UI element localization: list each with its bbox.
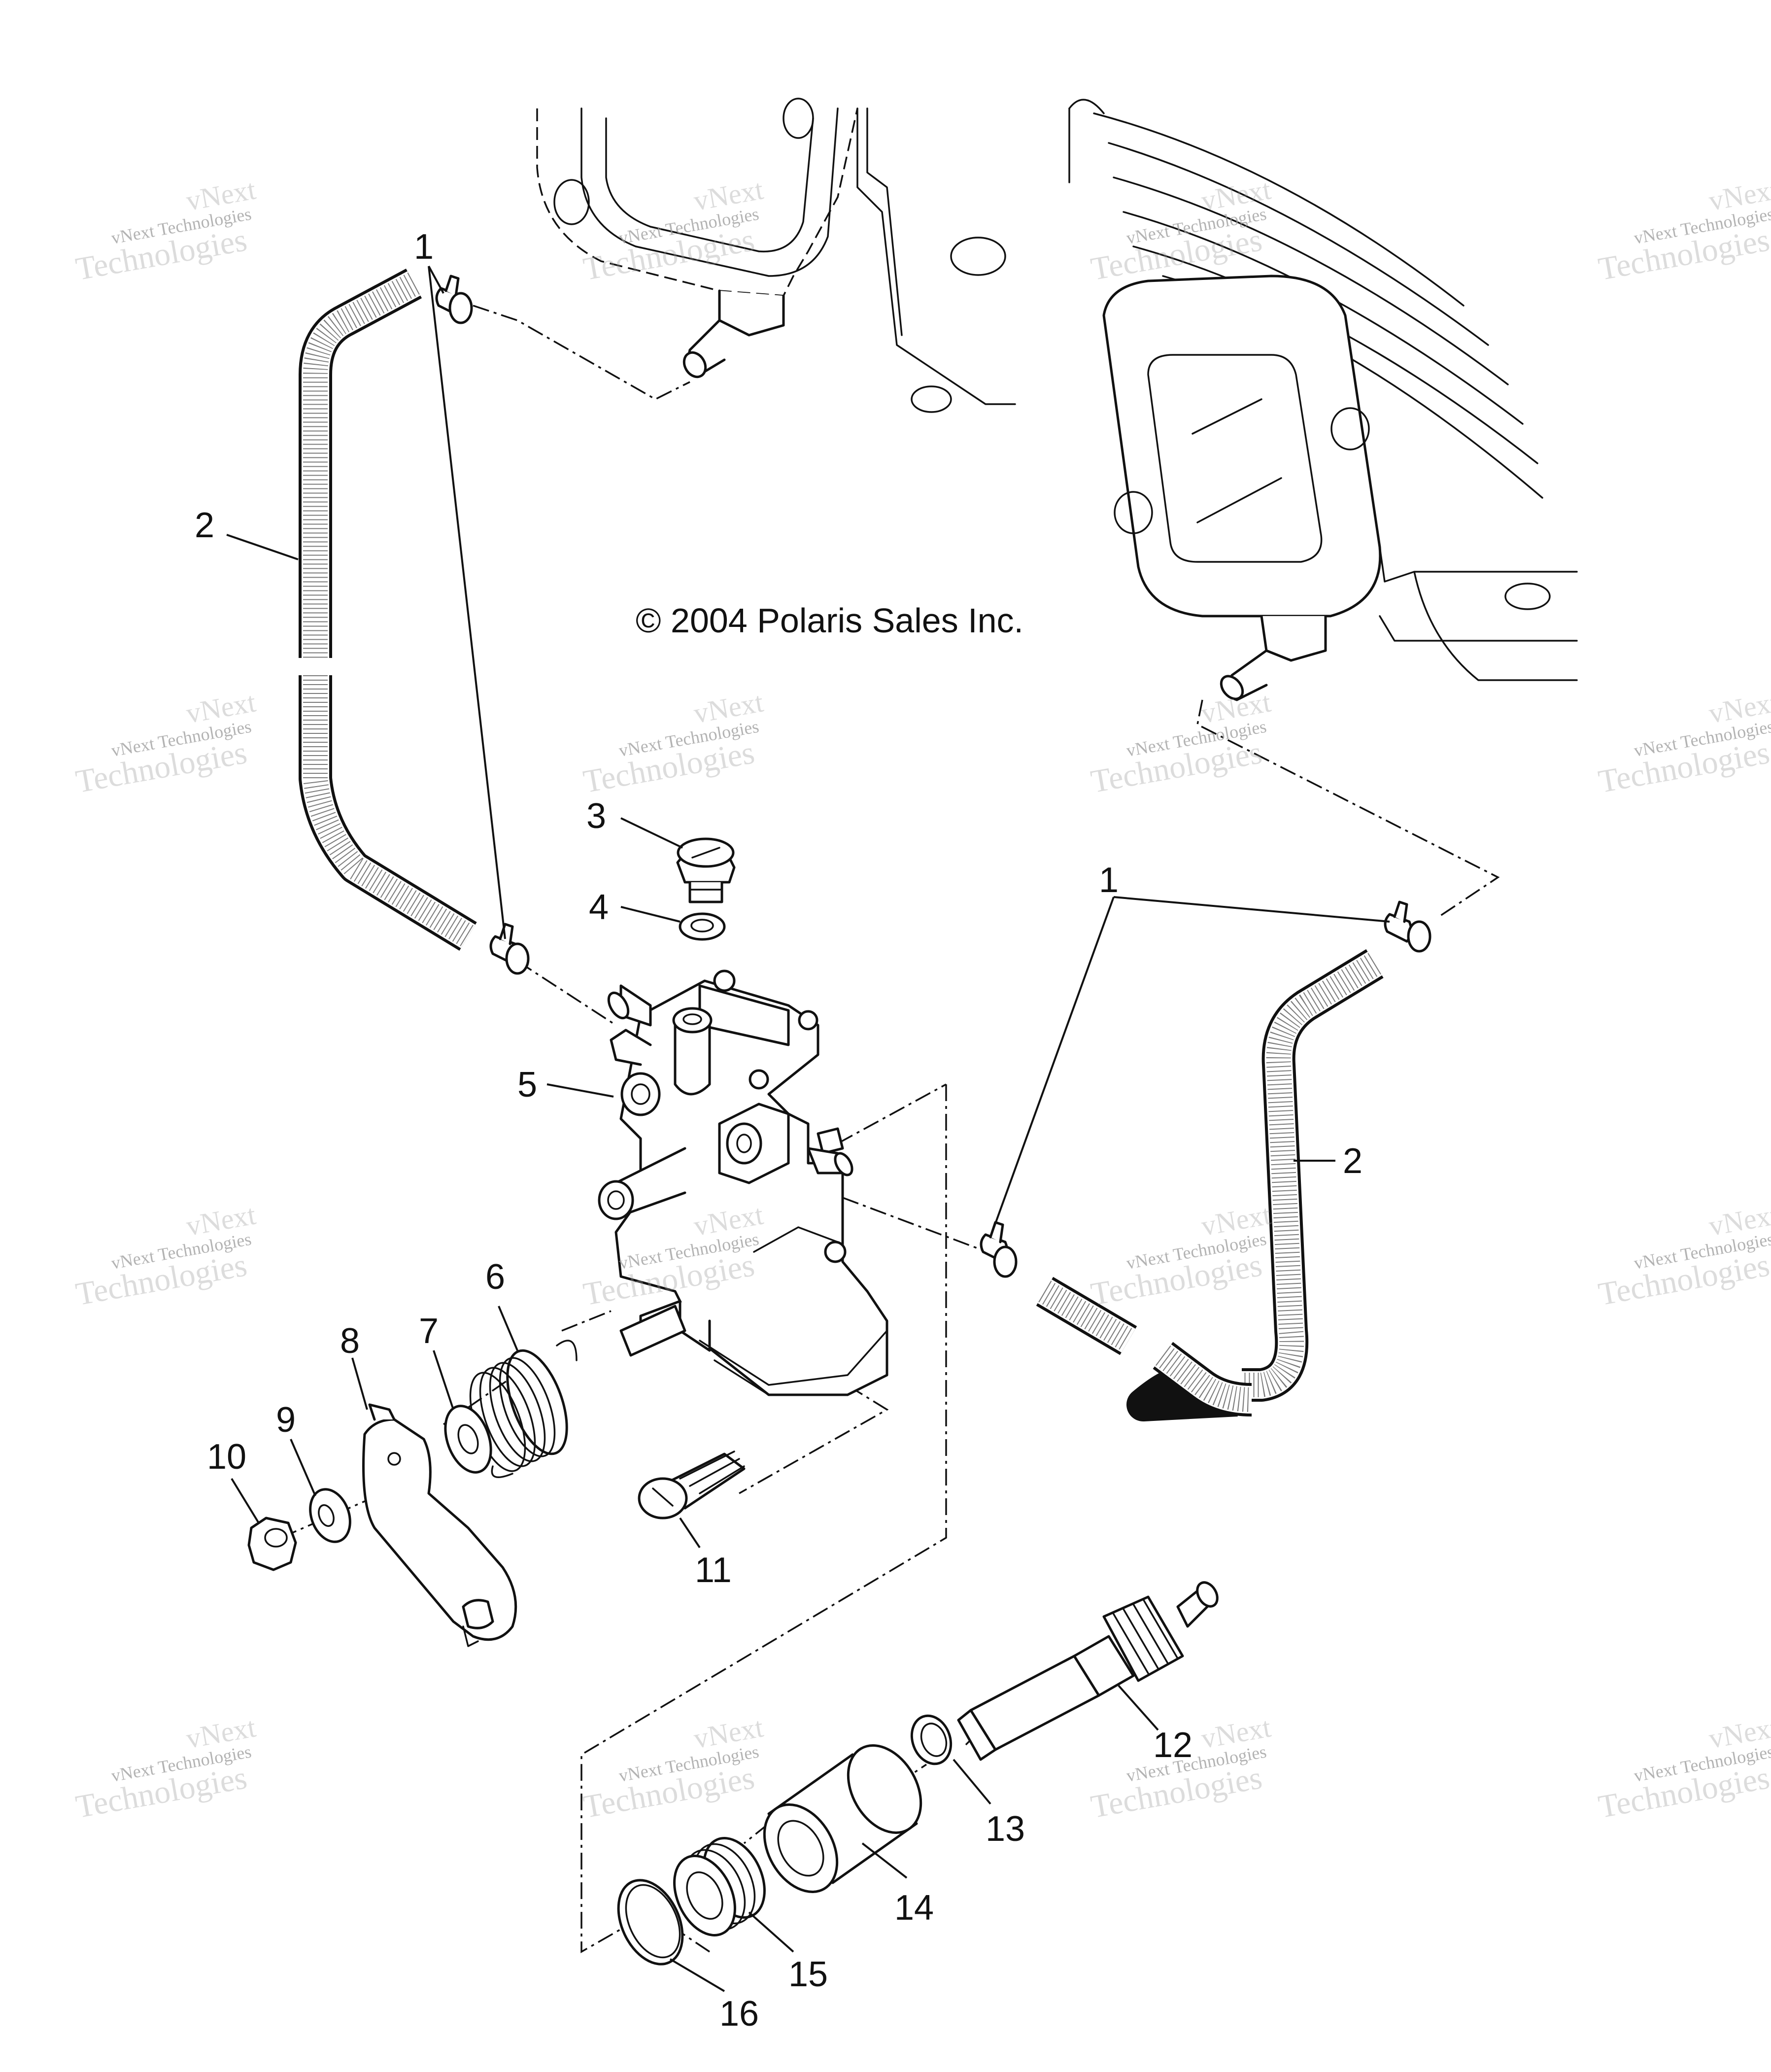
callout-2-left: 2 (195, 506, 214, 545)
washer-9 (309, 1488, 351, 1543)
bolt-11 (638, 1450, 746, 1519)
clamp-lower-right (980, 1221, 1018, 1278)
callout-5: 5 (517, 1065, 537, 1105)
spring-6 (469, 1340, 578, 1478)
callout-14: 14 (894, 1888, 934, 1928)
hose-right-upper (1242, 949, 1384, 1402)
clamp-upper-left (435, 275, 473, 324)
clamp-lower-left (489, 923, 530, 975)
callout-11: 11 (695, 1551, 732, 1590)
callout-16: 16 (719, 1994, 759, 2034)
oring-13 (910, 1714, 953, 1765)
engine-cylinder-right (1068, 99, 1578, 701)
callout-3: 3 (586, 796, 606, 836)
callout-1-top: 1 (414, 227, 434, 267)
callouts: 1 1 2 2 3 4 5 6 7 8 9 10 11 12 13 14 15 … (195, 227, 1362, 2034)
washer-4 (679, 912, 726, 941)
callout-12: 12 (1153, 1726, 1192, 1765)
bushing-14 (763, 1744, 922, 1893)
hose-left-upper (299, 269, 422, 658)
callout-13: 13 (986, 1809, 1025, 1849)
copyright-text: © 2004 Polaris Sales Inc. (636, 601, 1023, 640)
hose-right-lower (1036, 1277, 1252, 1421)
lever-8 (362, 1403, 517, 1647)
oil-pump-5 (598, 969, 888, 1396)
assembly-lines (280, 305, 1500, 1954)
callout-8: 8 (340, 1321, 360, 1361)
callout-9: 9 (276, 1400, 296, 1440)
washer-7 (444, 1405, 492, 1474)
callout-2-right: 2 (1343, 1141, 1362, 1181)
callout-7: 7 (419, 1312, 439, 1351)
clamp-upper-right (1384, 900, 1431, 953)
callout-6: 6 (485, 1257, 505, 1297)
callout-4: 4 (589, 888, 609, 927)
shaft-12 (957, 1581, 1219, 1761)
leader-lines (226, 266, 1390, 1992)
hose-left-lower (299, 675, 477, 951)
callout-15: 15 (788, 1955, 828, 1994)
oring-16 (617, 1879, 684, 1966)
engine-cylinder-left (536, 98, 1016, 413)
callout-1-right: 1 (1099, 861, 1119, 900)
seal-15 (673, 1837, 766, 1936)
bolt-3 (676, 837, 736, 903)
callout-10: 10 (207, 1437, 246, 1477)
nut-10 (247, 1517, 297, 1571)
